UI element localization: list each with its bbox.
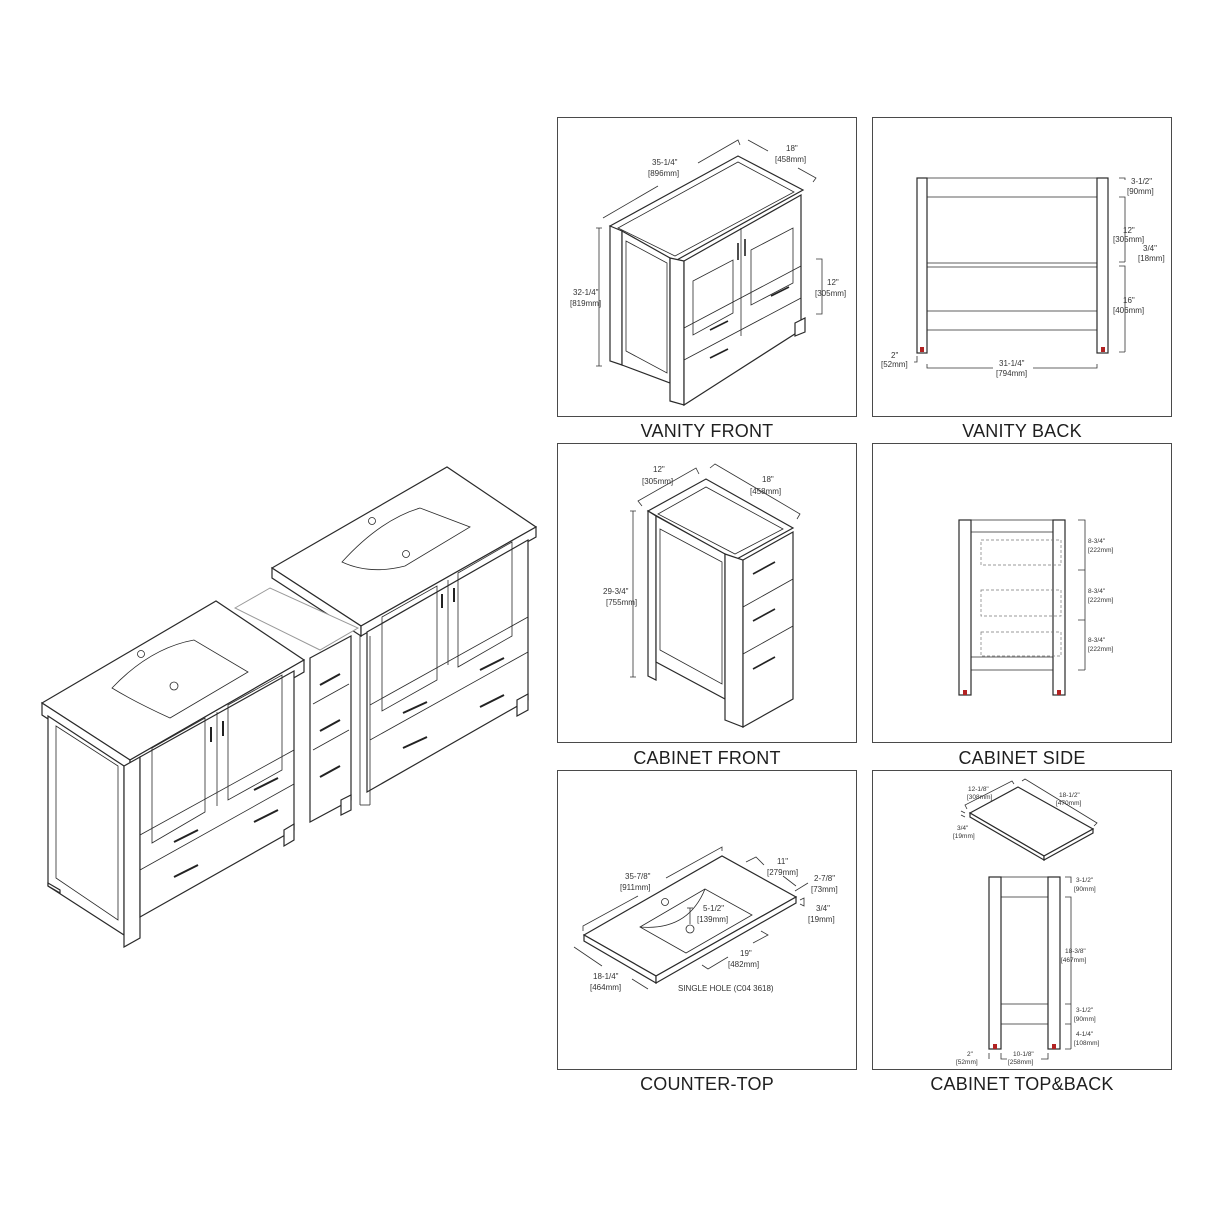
dim-basin-width-in: 19" [740,949,752,958]
dim-leg-mm: [52mm] [881,360,908,369]
label-cabinet-top-back: CABINET TOP&BACK [930,1074,1114,1094]
cabinet-front-drawing: 12" [305mm] 18" [458mm] 29-3/4" [755mm] [603,463,801,729]
dim-top-thick-mm: [19mm] [953,833,975,840]
dim-length-in: 35-7/8" [625,872,651,881]
leveler-foot-icon [993,1044,997,1049]
dim-drawer1-mm: [222mm] [1088,547,1113,554]
dim-backset-mm: [73mm] [811,885,838,894]
dim-lower-in: 16" [1123,296,1135,305]
dim-foot-mm: [108mm] [1074,1040,1099,1047]
side-cabinet [233,587,360,824]
dim-bowl-depth-mm: [139mm] [697,915,728,924]
dim-height-in: 32-1/4" [573,288,599,297]
leveler-foot-icon [1057,690,1061,695]
dim-drawer-mm: [305mm] [815,289,846,298]
dim-top-rail-in: 3-1/2" [1076,877,1094,884]
dim-inner-width-mm: [794mm] [996,369,1027,378]
panel-cabinet-front: 12" [305mm] 18" [458mm] 29-3/4" [755mm] [557,443,857,743]
dim-height-mm: [819mm] [570,299,601,308]
panel-vanity-back: 3-1/2" [90mm] 12" [305mm] 3/4" [18mm] 16… [872,117,1172,417]
dim-drawer-in: 12" [827,278,839,287]
dim-upper-mm: [305mm] [1113,235,1144,244]
label-vanity-front: VANITY FRONT [640,421,774,441]
dim-shelf-mm: [18mm] [1138,254,1165,263]
sink-model-note: SINGLE HOLE (C04 3618) [678,984,774,993]
dim-depth-mm: [458mm] [775,155,806,164]
dim-drawer2-in: 8-3/4" [1088,588,1106,595]
dim-drawer2-mm: [222mm] [1088,597,1113,604]
dim-leg-in: 2" [967,1051,974,1058]
vanity-right [270,466,538,806]
counter-top-drawing: 35-7/8" [911mm] 11" [279mm] 2-7/8" [73mm… [573,846,838,993]
dim-width-in: 35-1/4" [652,158,678,167]
dim-top-width-mm: [308mm] [967,794,992,801]
dim-basin-depth-in: 11" [777,857,788,866]
dim-depth-mm: [464mm] [590,983,621,992]
dim-drawer3-mm: [222mm] [1088,646,1113,653]
dim-top-depth-mm: [470mm] [1056,800,1081,807]
dim-thickness-mm: [19mm] [808,915,835,924]
dim-depth-in: 18" [786,144,798,153]
dim-basin-depth-mm: [279mm] [767,868,798,877]
label-counter-top: COUNTER-TOP [640,1074,774,1094]
dim-bowl-depth-in: 5-1/2" [703,904,724,913]
dim-top-width-in: 12-1/8" [968,786,989,793]
dim-leg-in: 2" [891,351,898,360]
dim-drawer1-in: 8-3/4" [1088,538,1106,545]
dim-panel-mm: [467mm] [1061,957,1086,964]
dim-panel-in: 18-3/8" [1065,948,1086,955]
leveler-foot-icon [963,690,967,695]
dim-depth-in: 18-1/4" [593,972,619,981]
dim-bottom-rail-mm: [90mm] [1074,1016,1096,1023]
dim-drawer3-in: 8-3/4" [1088,637,1106,644]
panel-vanity-front: 35-1/4" [896mm] 18" [458mm] 32-1/4" [819… [557,117,857,417]
cabinet-top-back-drawing: 12-1/8" [308mm] 18-1/2" [470mm] 3/4" [19… [953,778,1099,1066]
dim-thickness-in: 3/4" [816,904,830,913]
label-vanity-back: VANITY BACK [962,421,1082,441]
dim-lower-mm: [406mm] [1113,306,1144,315]
label-cabinet-side: CABINET SIDE [958,748,1086,768]
dim-depth-in: 18" [762,475,774,484]
dim-height-mm: [755mm] [606,598,637,607]
label-cabinet-front: CABINET FRONT [633,748,781,768]
dim-top-rail-mm: [90mm] [1127,187,1154,196]
vanity-front-drawing: 35-1/4" [896mm] 18" [458mm] 32-1/4" [819… [570,139,846,407]
dim-inner-width-in: 31-1/4" [999,359,1025,368]
vanity-back-drawing: 3-1/2" [90mm] 12" [305mm] 3/4" [18mm] 16… [881,177,1165,378]
vanity-left [40,600,306,949]
leveler-foot-icon [1052,1044,1056,1049]
dim-width-mm: [896mm] [648,169,679,178]
dim-backset-in: 2-7/8" [814,874,835,883]
dim-top-depth-in: 18-1/2" [1059,792,1080,799]
panel-cabinet-side: 8-3/4" [222mm] 8-3/4" [222mm] 8-3/4" [22… [872,443,1172,743]
dim-inner-width-mm: [258mm] [1008,1059,1033,1066]
dim-upper-in: 12" [1123,226,1135,235]
dim-height-in: 29-3/4" [603,587,629,596]
dim-inner-width-in: 10-1/8" [1013,1051,1034,1058]
dim-length-mm: [911mm] [620,883,651,892]
dim-top-rail-mm: [90mm] [1074,886,1096,893]
dim-width-mm: [305mm] [642,477,673,486]
dim-top-thick-in: 3/4" [957,825,969,832]
dim-width-in: 12" [653,465,665,474]
panel-counter-top: 35-7/8" [911mm] 11" [279mm] 2-7/8" [73mm… [557,770,857,1070]
cabinet-side-drawing: 8-3/4" [222mm] 8-3/4" [222mm] 8-3/4" [22… [958,519,1113,696]
leveler-foot-icon [920,347,924,352]
leveler-foot-icon [1101,347,1105,352]
dim-bottom-rail-in: 3-1/2" [1076,1007,1094,1014]
dim-top-rail-in: 3-1/2" [1131,177,1152,186]
dim-basin-width-mm: [482mm] [728,960,759,969]
dim-shelf-in: 3/4" [1143,244,1157,253]
dim-leg-mm: [52mm] [956,1059,978,1066]
dim-foot-in: 4-1/4" [1076,1031,1094,1038]
dim-depth-mm: [458mm] [750,487,781,496]
panel-cabinet-top-back: 12-1/8" [308mm] 18-1/2" [470mm] 3/4" [19… [872,770,1172,1070]
